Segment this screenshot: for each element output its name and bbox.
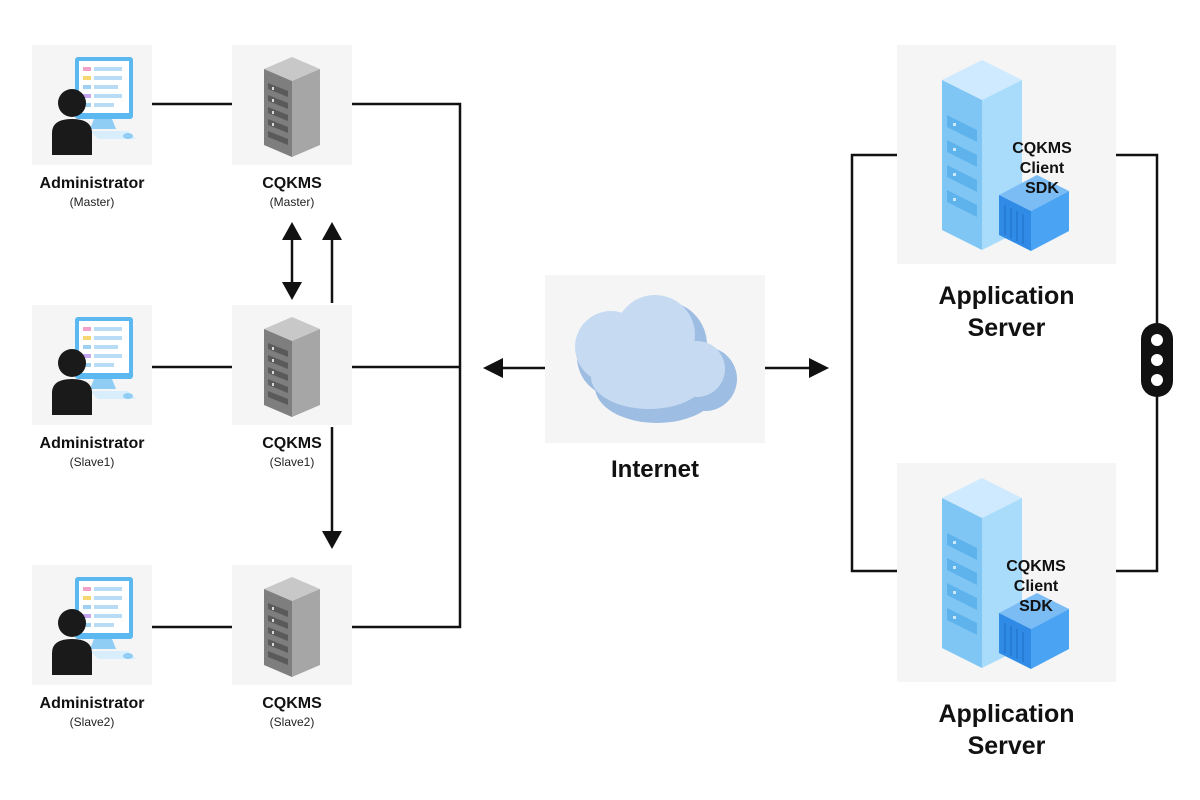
admin-slave2-title: Administrator bbox=[39, 695, 145, 712]
app-server-1-sdk-line-3: SDK bbox=[1025, 180, 1059, 197]
application-server-icon bbox=[942, 478, 1069, 669]
cqkms-master-tile bbox=[232, 45, 352, 165]
cqkms-master-title: CQKMS bbox=[262, 175, 322, 192]
app-server-2-tile bbox=[897, 463, 1116, 682]
internet-tile bbox=[545, 275, 765, 443]
cqkms-slave1-subtitle: (Slave1) bbox=[269, 455, 315, 469]
app-server-1-sdk-line-1: CQKMS bbox=[1012, 140, 1072, 157]
app-server-2-sdk-line-1: CQKMS bbox=[1006, 558, 1066, 575]
link-servers-left-bracket bbox=[850, 153, 897, 573]
app-server-1-tile bbox=[897, 45, 1116, 264]
app-server-2-title-line2: Server bbox=[967, 732, 1046, 760]
admin-workstation-icon bbox=[52, 317, 136, 415]
admin-slave2-subtitle: (Slave2) bbox=[69, 715, 115, 729]
cqkms-master-subtitle: (Master) bbox=[269, 195, 315, 209]
admin-slave2-tile bbox=[32, 565, 152, 685]
cqkms-slave1-tile bbox=[232, 305, 352, 425]
cqkms-slave2-tile bbox=[232, 565, 352, 685]
application-server-icon bbox=[942, 60, 1069, 251]
app-server-2-title-line1: Application bbox=[938, 700, 1075, 728]
admin-slave1-subtitle: (Slave1) bbox=[69, 455, 115, 469]
link-servers-right-bracket bbox=[1116, 153, 1159, 325]
admin-slave1-title: Administrator bbox=[39, 435, 145, 452]
cqkms-slave2-subtitle: (Slave2) bbox=[269, 715, 315, 729]
admin-master-title: Administrator bbox=[39, 175, 145, 192]
internet-title: Internet bbox=[610, 456, 699, 483]
cqkms-slave1-title: CQKMS bbox=[262, 435, 322, 452]
link-cqkms-master-bus bbox=[352, 102, 462, 629]
server-rack-icon bbox=[264, 57, 320, 157]
app-server-1-sdk-line-2: Client bbox=[1019, 160, 1065, 177]
app-server-1-title-line1: Application bbox=[938, 282, 1075, 310]
app-server-2-sdk-line-2: Client bbox=[1013, 578, 1059, 595]
vertical-ellipsis-icon bbox=[1141, 323, 1173, 397]
app-server-2-sdk-line-3: SDK bbox=[1019, 598, 1053, 615]
cqkms-slave2-title: CQKMS bbox=[262, 695, 322, 712]
admin-workstation-icon bbox=[52, 577, 136, 675]
arrowhead-right bbox=[809, 358, 829, 378]
app-server-1-title-line2: Server bbox=[967, 314, 1046, 342]
admin-workstation-icon bbox=[52, 57, 136, 155]
admin-master-tile bbox=[32, 45, 152, 165]
admin-master-subtitle: (Master) bbox=[69, 195, 115, 209]
admin-slave1-tile bbox=[32, 305, 152, 425]
server-rack-icon bbox=[264, 577, 320, 677]
arrowhead-left bbox=[483, 358, 503, 378]
cloud-icon bbox=[575, 295, 737, 423]
server-rack-icon bbox=[264, 317, 320, 417]
